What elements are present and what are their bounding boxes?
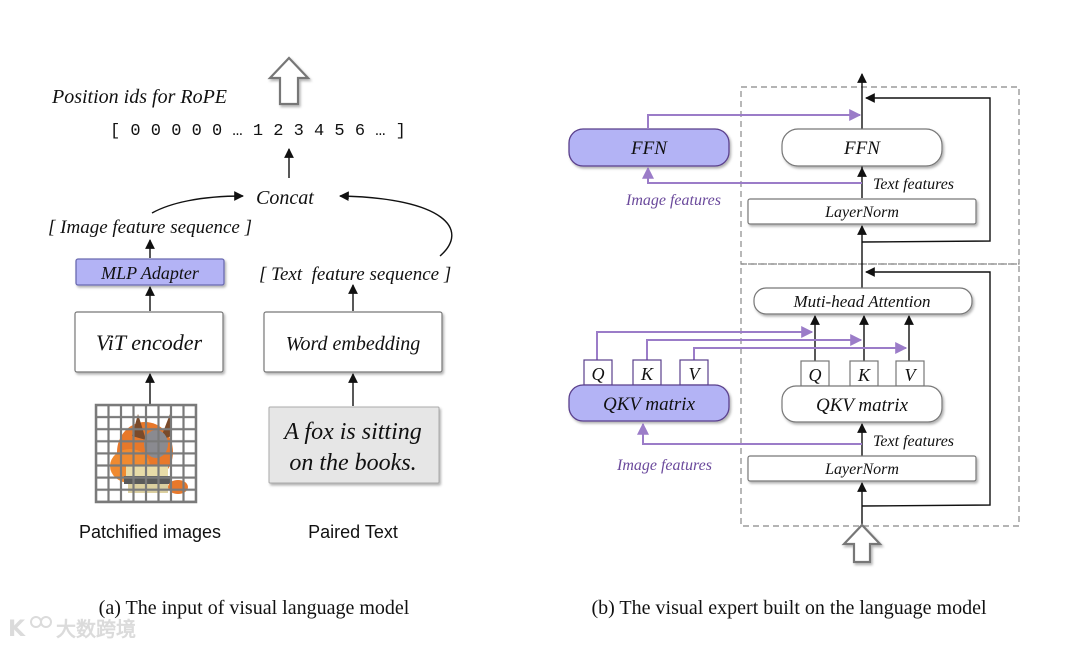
mlp-adapter-label: MLP Adapter — [100, 263, 200, 283]
ffn-block-dashed-frame — [740, 86, 1020, 265]
right-panel: FFN Text features LayerNorm FFN Image fe… — [568, 73, 1020, 619]
qkv-visual-expert-box — [568, 384, 730, 422]
attention-residual-connection — [861, 267, 991, 507]
image-seq-to-concat-arrow — [151, 191, 244, 214]
q-visual-box — [583, 359, 613, 386]
image-features-to-ffn-visual-arrow — [642, 166, 862, 184]
ffn-text-label: FFN — [843, 138, 881, 159]
image-features-top-label: Image features — [625, 192, 721, 209]
layernorm-bottom-box — [747, 455, 977, 482]
right-panel-caption: (b) The visual expert built on the langu… — [591, 597, 987, 619]
watermark: K 大数跨境 — [8, 616, 136, 642]
patchified-images-caption: Patchified images — [79, 522, 221, 542]
q-visual-route — [596, 326, 814, 361]
v-text-label: V — [905, 365, 918, 385]
ffn-visual-expert-label: FFN — [630, 138, 668, 159]
ffn-visual-output-arrow — [647, 109, 862, 129]
k-text-box — [849, 360, 879, 387]
left-panel: Position ids for RoPE [ 0 0 0 0 0 … 1 2 … — [48, 56, 453, 619]
vit-encoder-label: ViT encoder — [96, 330, 203, 355]
k-visual-box — [632, 359, 662, 386]
output-hollow-arrow-icon — [267, 56, 311, 106]
v-visual-route — [693, 342, 908, 361]
k-visual-label: K — [640, 364, 654, 384]
layernorm-top-label: LayerNorm — [824, 204, 899, 221]
k-text-label: K — [857, 365, 871, 385]
image-features-bottom-label: Image features — [616, 457, 712, 474]
vit-encoder-box — [74, 311, 224, 373]
v-visual-label: V — [689, 364, 702, 384]
v-text-box — [895, 360, 925, 387]
q-text-box — [800, 360, 830, 387]
q-text-label: Q — [809, 365, 822, 385]
k-visual-route — [646, 334, 863, 361]
qkv-visual-expert-label: QKV matrix — [603, 394, 696, 415]
paired-text-line-2: on the books. — [289, 450, 416, 476]
text-seq-to-concat-arrow — [339, 191, 453, 257]
multi-head-attention-box — [753, 287, 973, 315]
image-features-to-qkv-visual-arrow — [637, 422, 862, 445]
mlp-adapter-box — [75, 258, 225, 286]
multi-head-attention-label: Muti-head Attention — [792, 292, 930, 311]
ffn-residual-connection — [861, 93, 991, 243]
text-features-bottom-label: Text features — [873, 433, 954, 450]
ffn-text-box — [781, 128, 943, 167]
position-ids-label: Position ids for RoPE — [51, 86, 227, 108]
paired-text-caption: Paired Text — [308, 522, 398, 542]
position-ids-sequence: [ 0 0 0 0 0 … 1 2 3 4 5 6 … ] — [110, 122, 406, 141]
text-features-top-label: Text features — [873, 176, 954, 193]
qkv-text-label: QKV matrix — [816, 395, 909, 416]
text-feature-sequence-label: [ Text feature sequence ] — [259, 264, 451, 285]
paired-text-box — [268, 406, 440, 484]
word-embedding-box — [263, 311, 443, 373]
layernorm-top-box — [747, 198, 977, 225]
concat-label: Concat — [256, 187, 314, 209]
word-embedding-label: Word embedding — [286, 333, 421, 355]
watermark-text: 大数跨境 — [56, 617, 136, 641]
paired-text-line-1: A fox is sitting — [282, 419, 422, 445]
q-visual-label: Q — [592, 364, 605, 384]
image-feature-sequence-label: [ Image feature sequence ] — [48, 217, 252, 238]
input-hollow-arrow-icon — [841, 523, 883, 564]
watermark-logo-icon: K — [8, 617, 26, 642]
patchified-fox-image — [94, 403, 198, 504]
layernorm-bottom-label: LayerNorm — [824, 461, 899, 478]
left-panel-caption: (a) The input of visual language model — [99, 597, 410, 619]
qkv-text-box — [781, 385, 943, 423]
